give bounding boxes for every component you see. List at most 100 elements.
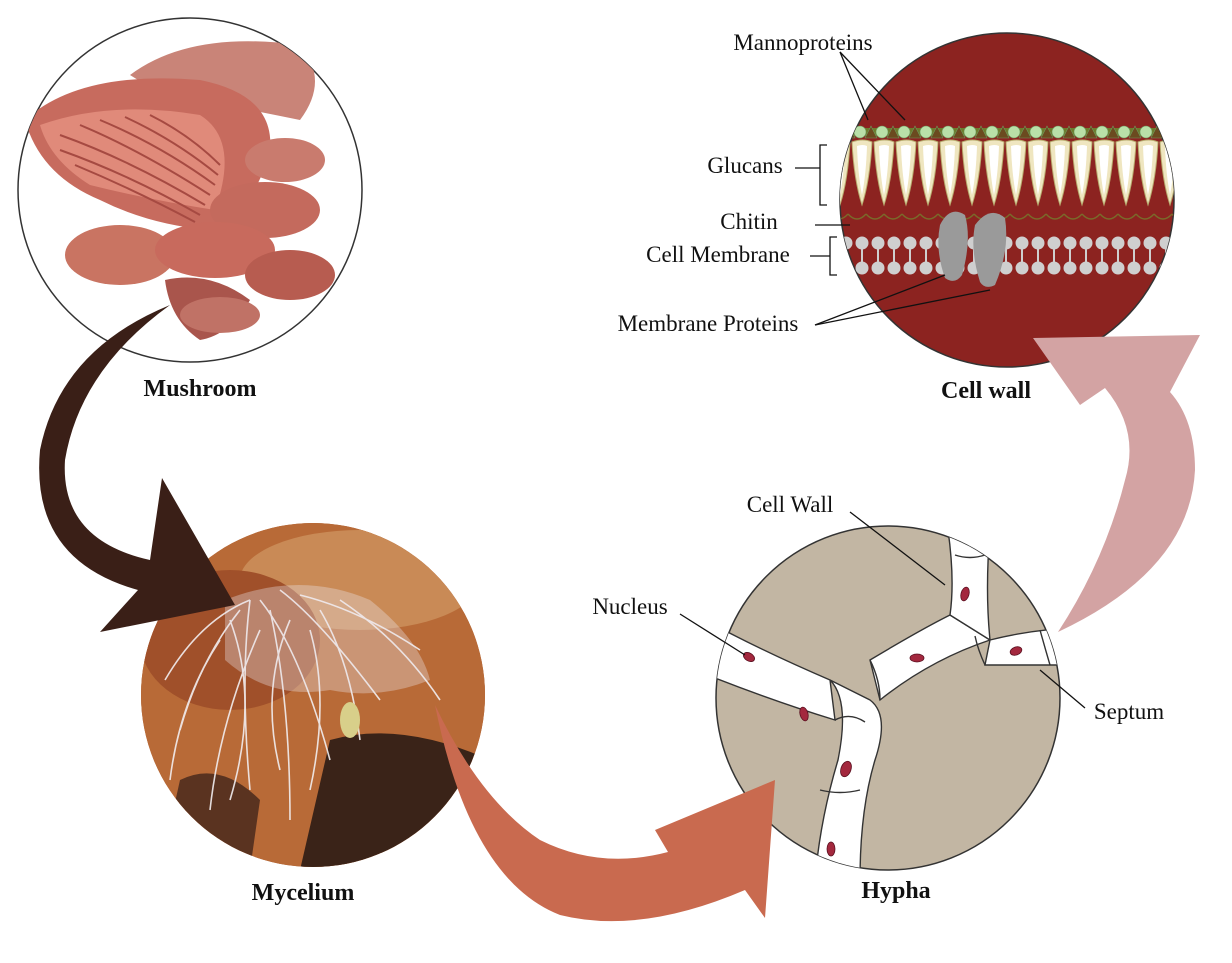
mannoprotein-bead [1029, 125, 1043, 139]
phospholipid-head [1015, 236, 1029, 250]
mannoprotein-spike [1062, 125, 1076, 139]
hypha-caption: Hypha [861, 878, 930, 904]
phospholipid-head [1063, 236, 1077, 250]
chitin-label: Chitin [720, 209, 778, 234]
phospholipid-head [1127, 261, 1141, 275]
glucan-core [1099, 145, 1109, 195]
phospholipid-head [1176, 237, 1188, 249]
mannoprotein-bead [1139, 125, 1153, 139]
mannoprotein-bead [1073, 125, 1087, 139]
glucan-core [1033, 145, 1043, 195]
hypha-cell-wall-label: Cell Wall [747, 492, 834, 517]
mannoprotein-bead [1095, 125, 1109, 139]
glucan-core [879, 145, 889, 195]
mannoprotein-bead [985, 125, 999, 139]
glucan-core [1011, 145, 1021, 195]
chitin-fiber [883, 213, 903, 220]
chitin-fiber [1135, 213, 1155, 220]
chitin-fiber [1171, 213, 1174, 220]
phospholipid-head [903, 236, 917, 250]
cell-wall-diagram [795, 32, 1197, 368]
mannoprotein-spike [1084, 125, 1098, 139]
mannoproteins-label: Mannoproteins [733, 30, 872, 55]
chitin-fiber [840, 213, 849, 220]
glucan-core [1121, 145, 1131, 195]
mannoprotein-bead [897, 125, 911, 139]
mannoprotein-spike [1172, 125, 1174, 139]
chitin-fiber [901, 213, 921, 220]
phospholipid-head [887, 261, 901, 275]
chitin-fiber [919, 213, 939, 220]
mannoprotein-bead [840, 125, 845, 139]
membrane-proteins-label: Membrane Proteins [618, 311, 799, 336]
phospholipid-head [903, 261, 917, 275]
phospholipid-head [1015, 261, 1029, 275]
mannoprotein-spike [974, 125, 988, 139]
phospholipid-head [855, 261, 869, 275]
phospholipid-head [1047, 261, 1061, 275]
septum-label: Septum [1094, 699, 1164, 724]
phospholipid-head [1079, 236, 1093, 250]
mannoprotein-spike [864, 125, 878, 139]
glucan-core [1187, 145, 1197, 195]
mannoprotein-spike [996, 125, 1010, 139]
mannoprotein-spike [886, 125, 900, 139]
chitin-fiber [1045, 213, 1065, 220]
phospholipid-head [1095, 236, 1109, 250]
mannoprotein-spike [1128, 125, 1142, 139]
phospholipid-head [1111, 236, 1125, 250]
cell-wall-caption: Cell wall [941, 378, 1031, 404]
phospholipid-head [1063, 261, 1077, 275]
chitin-fiber [1027, 213, 1047, 220]
phospholipid-head [919, 236, 933, 250]
phospholipid-head [1079, 261, 1093, 275]
glucan-core [901, 145, 911, 195]
mushroom-image [17, 17, 363, 363]
chitin-fiber [1009, 213, 1029, 220]
chitin-fiber [865, 213, 885, 220]
phospholipid-head [1143, 261, 1157, 275]
mannoprotein-bead [1161, 125, 1174, 139]
phospholipid-head [887, 236, 901, 250]
phospholipid-head [919, 261, 933, 275]
mannoprotein-bead [919, 125, 933, 139]
phospholipid-head [1031, 236, 1045, 250]
phospholipid-head [1047, 236, 1061, 250]
phospholipid-head [840, 236, 853, 250]
glucan-core [989, 145, 999, 195]
cell-membrane-label: Cell Membrane [646, 242, 790, 267]
phospholipid-head [1176, 262, 1188, 274]
phospholipid-head [1111, 261, 1125, 275]
glucan-core [1077, 145, 1087, 195]
phospholipid-head [855, 236, 869, 250]
mannoprotein-bead [1051, 125, 1065, 139]
mannoprotein-spike [952, 125, 966, 139]
mannoprotein-bead [1007, 125, 1021, 139]
arrow-mycelium-to-hypha [435, 705, 775, 922]
chitin-fiber [1117, 213, 1137, 220]
phospholipid-head [1031, 261, 1045, 275]
nucleus-label: Nucleus [592, 594, 667, 619]
glucan-core [1143, 145, 1153, 195]
mushroom-caption: Mushroom [144, 376, 257, 402]
phospholipid-head [1095, 261, 1109, 275]
hypha-diagram [679, 511, 1086, 871]
glucan-core [923, 145, 933, 195]
mannoprotein-spike [908, 125, 922, 139]
glucan-core [1055, 145, 1065, 195]
phospholipid-head [871, 236, 885, 250]
phospholipid-head [871, 261, 885, 275]
chitin-fiber [1099, 213, 1119, 220]
mannoprotein-bead [941, 125, 955, 139]
mannoprotein-bead [1117, 125, 1131, 139]
mycelium-caption: Mycelium [252, 880, 355, 906]
phospholipid-head [1127, 236, 1141, 250]
chitin-fiber [847, 213, 867, 220]
mannoprotein-spike [1018, 125, 1032, 139]
chitin-fiber [1081, 213, 1101, 220]
glucan-core [945, 145, 955, 195]
phospholipid-head [840, 261, 853, 275]
chitin-fiber [1063, 213, 1083, 220]
arrow-hypha-to-cellwall [1033, 335, 1200, 632]
